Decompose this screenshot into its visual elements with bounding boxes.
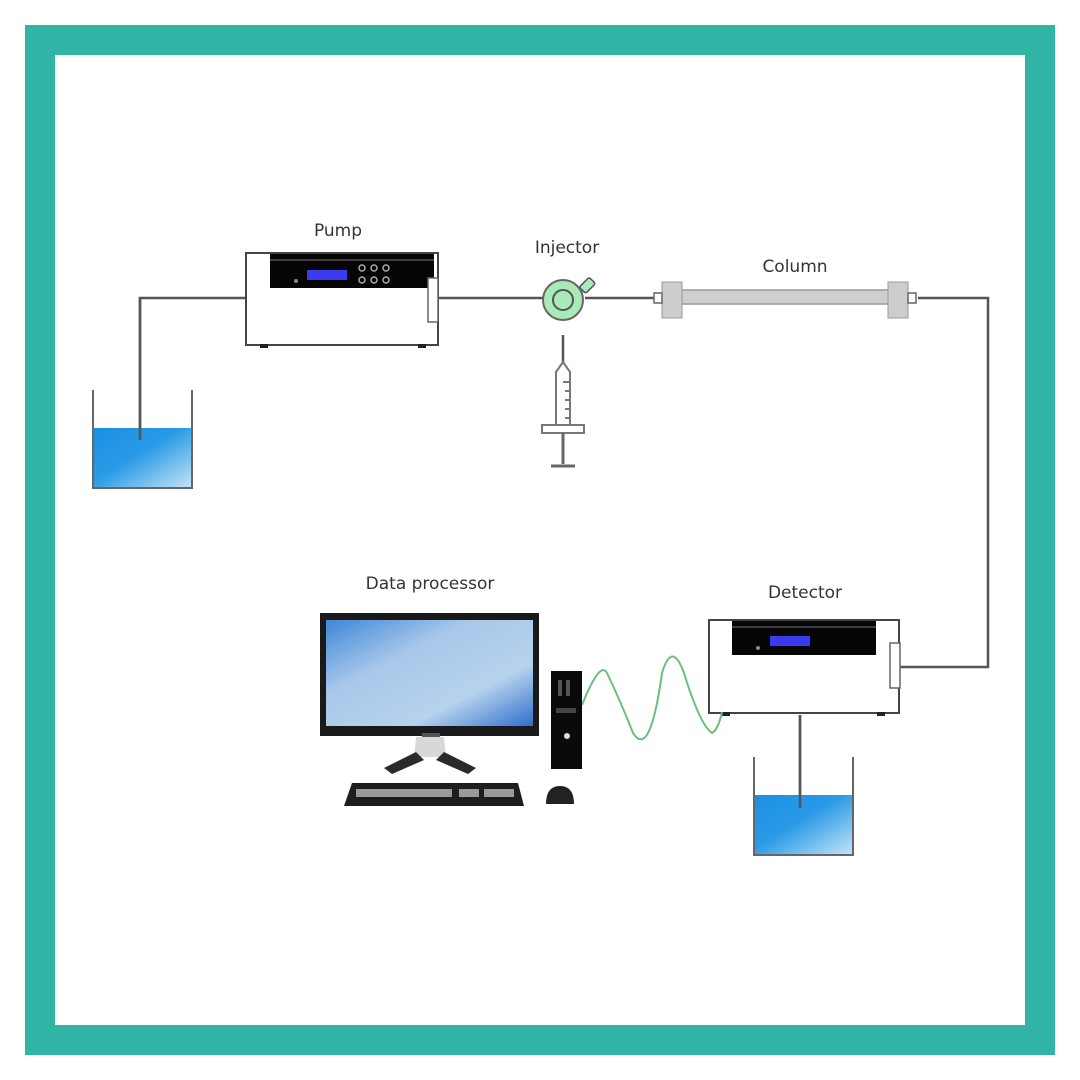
column-label: Column xyxy=(762,257,827,277)
keyboard xyxy=(344,783,524,806)
syringe-icon xyxy=(541,360,585,468)
detector xyxy=(708,619,901,716)
waste-reservoir xyxy=(753,715,854,856)
pump-label: Pump xyxy=(314,221,362,241)
signal-cable xyxy=(581,655,723,741)
data-processor-label: Data processor xyxy=(366,574,495,594)
pump-display xyxy=(307,270,347,280)
detector-label: Detector xyxy=(768,583,842,603)
pump xyxy=(245,252,439,348)
detector-display xyxy=(770,636,810,646)
solvent-reservoir xyxy=(92,298,193,489)
injector-label: Injector xyxy=(535,238,599,258)
tube-column-to-detector xyxy=(900,296,990,669)
diagram-frame xyxy=(25,25,1055,1055)
column xyxy=(653,281,917,319)
monitor xyxy=(320,613,539,774)
mouse xyxy=(546,786,574,804)
injector xyxy=(542,277,596,321)
computer-tower xyxy=(551,671,582,769)
